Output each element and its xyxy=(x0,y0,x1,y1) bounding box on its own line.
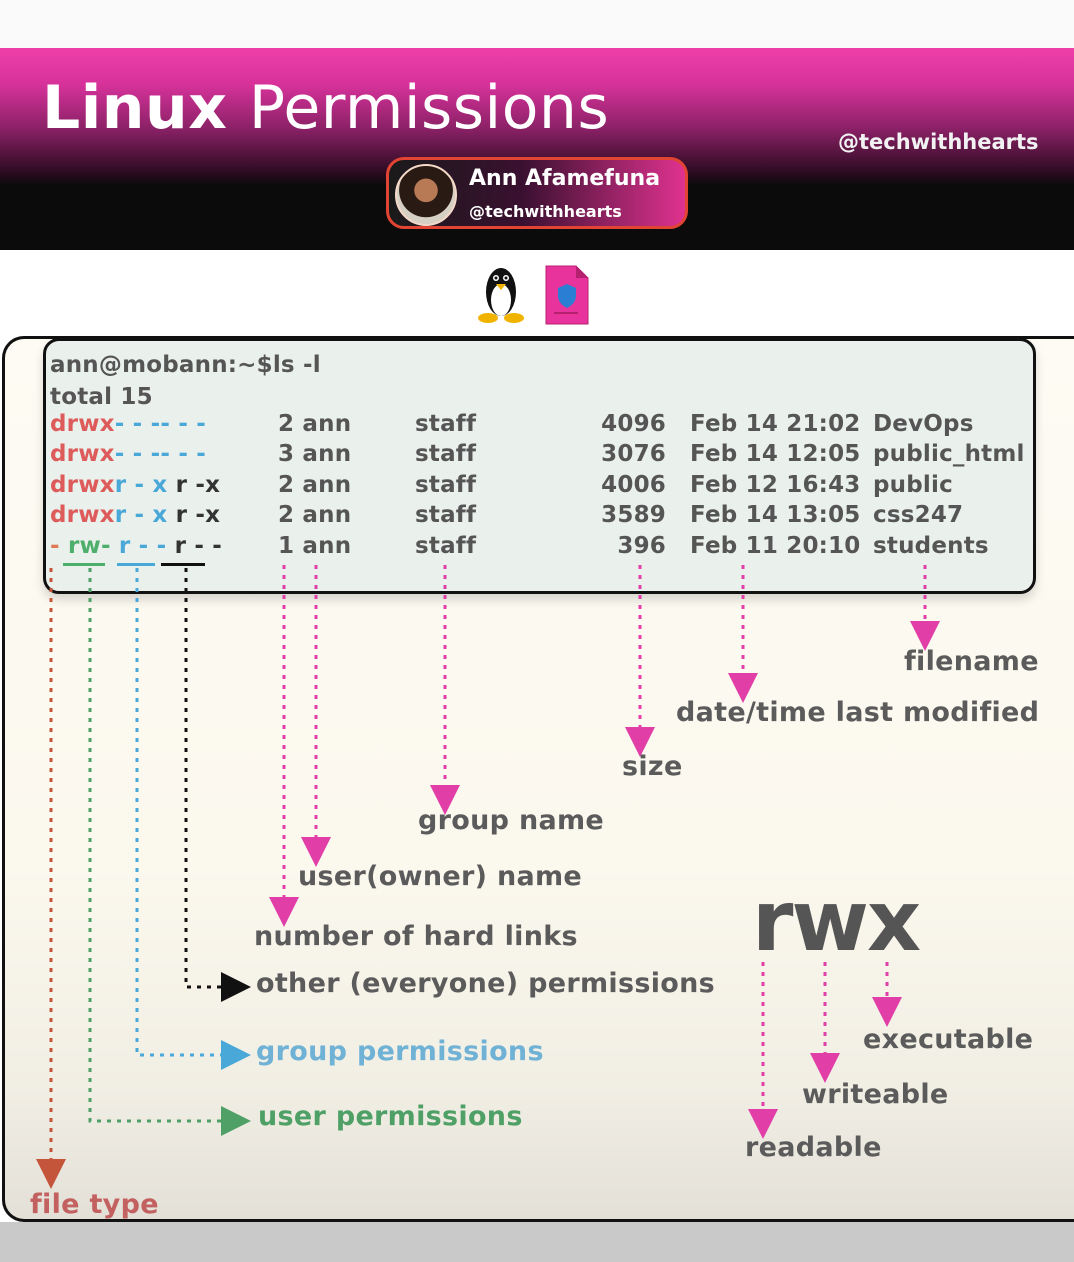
mod-date: Feb 14 21:02 xyxy=(690,411,861,437)
file-type-char: d xyxy=(50,441,67,467)
rwx-title: rwx xyxy=(752,872,921,970)
arrow-group-perm xyxy=(135,568,251,1070)
file-type-char: d xyxy=(50,411,67,437)
links-owner: 2 ann xyxy=(278,411,352,437)
bottom-margin xyxy=(0,1222,1074,1262)
links-owner: 1 ann xyxy=(278,533,352,559)
file-name: students xyxy=(873,533,989,559)
other-perm: r - - xyxy=(174,533,223,559)
permission-string: - rw- r - - r - - xyxy=(50,533,222,559)
group-perm: r - x xyxy=(114,472,168,498)
mod-date: Feb 14 13:05 xyxy=(690,502,861,528)
avatar xyxy=(395,164,457,226)
other-perm: - - - xyxy=(160,441,207,467)
label-file-type: file type xyxy=(30,1189,159,1220)
author-badge: Ann Afamefuna @techwithhearts xyxy=(386,157,688,229)
file-type-char: d xyxy=(50,472,67,498)
user-perm: rw- xyxy=(59,533,111,559)
title-bold: Linux xyxy=(42,73,228,143)
label-executable: executable xyxy=(863,1024,1034,1055)
mod-date: Feb 12 16:43 xyxy=(690,472,861,498)
page-title: Linux Permissions xyxy=(42,70,609,146)
file-size: 3589 xyxy=(601,502,666,528)
file-type-char: - xyxy=(50,533,60,559)
label-group-perm: group permissions xyxy=(256,1036,544,1067)
label-hard-links: number of hard links xyxy=(254,921,578,952)
arrow-user-perm xyxy=(88,568,251,1136)
author-handle: @techwithhearts xyxy=(469,202,622,221)
linux-penguin-icon xyxy=(478,268,524,323)
group-name: staff xyxy=(415,502,477,528)
other-perm: r -x xyxy=(175,472,221,498)
group-name: staff xyxy=(415,472,477,498)
user-perm: rwx xyxy=(66,472,115,498)
links-owner: 2 ann xyxy=(278,502,352,528)
top-margin xyxy=(0,0,1074,48)
header-handle: @techwithhearts xyxy=(838,130,1039,154)
permission-string: drwx- - -- - - xyxy=(50,411,206,437)
permission-string: drwxr - x r -x xyxy=(50,472,220,498)
other-perm: - - - xyxy=(160,411,207,437)
other-perm: r -x xyxy=(175,502,221,528)
label-readable: readable xyxy=(745,1132,882,1163)
label-user-perm: user permissions xyxy=(258,1101,523,1132)
group-perm: - - - xyxy=(114,441,161,467)
author-name: Ann Afamefuna xyxy=(469,166,661,191)
group-name: staff xyxy=(415,411,477,437)
permission-string: drwxr - x r -x xyxy=(50,502,220,528)
label-date: date/time last modified xyxy=(676,697,1040,728)
group-perm: - - - xyxy=(114,411,161,437)
links-owner: 2 ann xyxy=(278,472,352,498)
group-perm-underline xyxy=(117,563,155,566)
file-name: DevOps xyxy=(873,411,974,437)
user-perm: rwx xyxy=(66,441,115,467)
label-size: size xyxy=(622,751,683,782)
permission-string: drwx- - -- - - xyxy=(50,441,206,467)
group-perm: r - x xyxy=(114,502,168,528)
file-size: 396 xyxy=(617,533,666,559)
mod-date: Feb 11 20:10 xyxy=(690,533,861,559)
group-perm: r - - xyxy=(110,533,167,559)
file-name: public_html xyxy=(873,441,1025,467)
user-perm-underline xyxy=(63,563,105,566)
user-perm: rwx xyxy=(66,411,115,437)
group-name: staff xyxy=(415,441,477,467)
terminal-prompt: ann@mobann:~$ls -l xyxy=(50,352,321,378)
file-type-char: d xyxy=(50,502,67,528)
file-name: css247 xyxy=(873,502,964,528)
label-owner-name: user(owner) name xyxy=(298,861,583,892)
file-size: 3076 xyxy=(601,441,666,467)
mod-date: Feb 14 12:05 xyxy=(690,441,861,467)
title-light: Permissions xyxy=(248,73,610,143)
label-writeable: writeable xyxy=(802,1079,949,1110)
arrow-other-perm xyxy=(184,568,251,1002)
terminal-total: total 15 xyxy=(50,384,153,410)
file-size: 4006 xyxy=(601,472,666,498)
icon-row xyxy=(478,265,589,325)
terminal-window xyxy=(43,338,1036,594)
label-other-perm: other (everyone) permissions xyxy=(256,968,715,999)
file-size: 4096 xyxy=(601,411,666,437)
links-owner: 3 ann xyxy=(278,441,352,467)
label-filename: filename xyxy=(904,646,1039,677)
file-name: public xyxy=(873,472,953,498)
user-perm: rwx xyxy=(66,502,115,528)
group-name: staff xyxy=(415,533,477,559)
shield-document-icon xyxy=(545,265,589,325)
other-perm-underline xyxy=(161,563,205,566)
label-group-name: group name xyxy=(418,805,605,836)
